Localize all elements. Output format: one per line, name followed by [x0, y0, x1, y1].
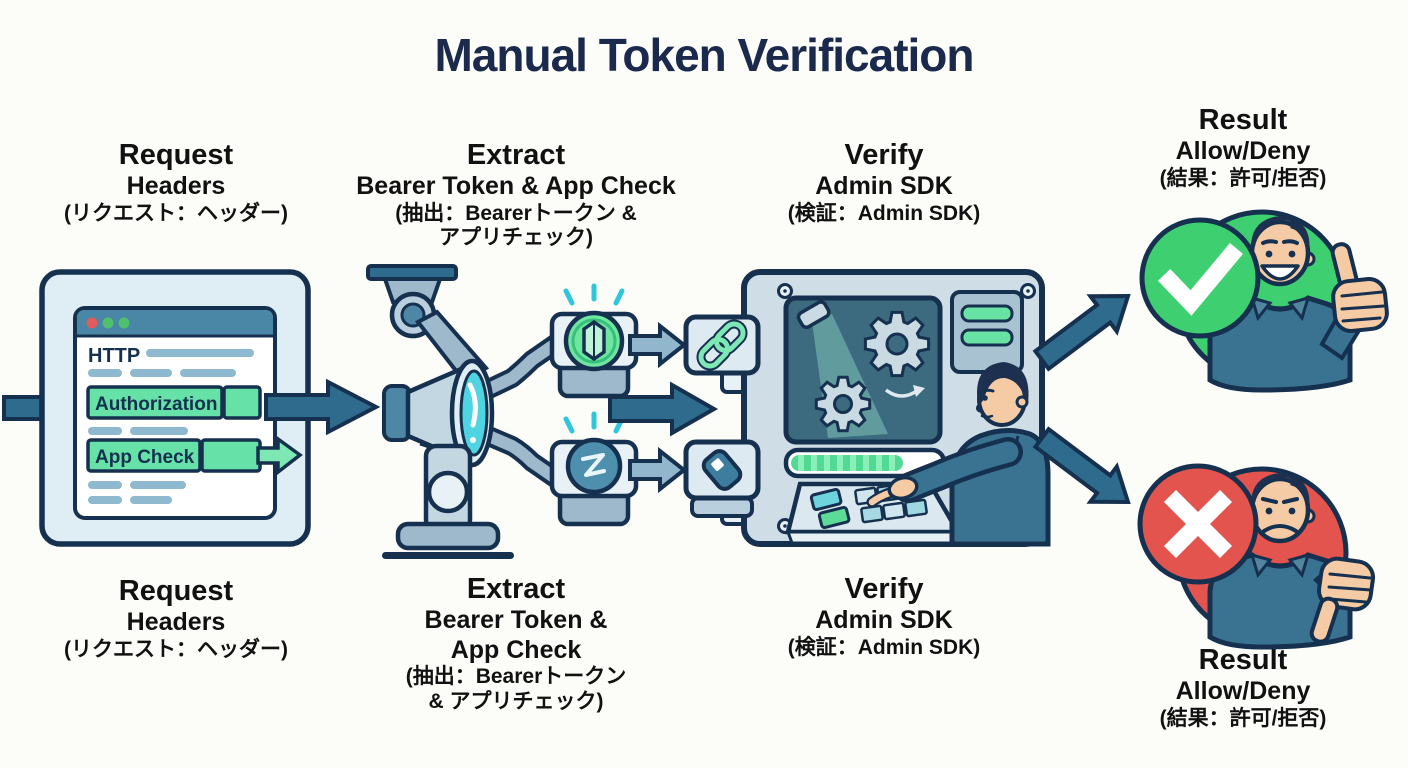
step-sub: Bearer Token & [424, 606, 608, 635]
tag-icon [701, 449, 743, 491]
app-check-token-icon [565, 437, 623, 495]
step-sub-jp: アプリチェック) [439, 226, 593, 250]
http-label: HTTP [88, 345, 140, 367]
diagram-title: Manual Token Verification [434, 29, 974, 81]
step-name: Extract [466, 573, 566, 605]
window-titlebar [77, 310, 273, 336]
app-check-header-label: App Check [95, 447, 195, 468]
cross-icon [1163, 489, 1233, 559]
link-icon [696, 319, 748, 371]
status-bar [960, 304, 1014, 323]
step-name: Result [1198, 104, 1288, 136]
bearer-token-icon [563, 310, 625, 372]
progress-bar [783, 447, 947, 479]
app-check-token-pad [549, 411, 639, 527]
step-name: Extract [466, 139, 566, 171]
allow-badge [1139, 217, 1261, 339]
step-sub-jp: (結果：許可/拒否) [1159, 706, 1327, 730]
verify-step-label-top: Verify Admin SDK (検証：Admin SDK) [714, 138, 1054, 226]
step-sub: Allow/Deny [1175, 137, 1311, 166]
link-token-card [683, 314, 761, 376]
console-screen [783, 295, 943, 445]
bearer-token-pad [549, 283, 639, 399]
step-sub-jp: (検証：Admin SDK) [787, 201, 981, 225]
person-hair [1250, 216, 1310, 252]
flow-arrow-extract-to-verify [608, 381, 719, 437]
request-headers-card: HTTP Authorization App Check [39, 269, 311, 547]
extract-step-label-bottom: Extract Bearer Token & App Check (抽出：Bea… [330, 572, 702, 715]
console-operator-person [866, 361, 1051, 547]
approved-person [1207, 216, 1389, 393]
window-dots-icon [86, 317, 130, 329]
tag-token-card [683, 439, 761, 518]
sparkle-icon [563, 283, 625, 306]
flow-arrow-verify-to-deny [1032, 426, 1131, 505]
thumb-down-icon [1309, 556, 1376, 644]
step-sub: Bearer Token & App Check [356, 172, 676, 201]
thumb-up-icon [1319, 242, 1389, 361]
step-sub-jp: (リクエスト：ヘッダー) [64, 637, 288, 661]
flow-arrow-verify-to-allow [1032, 293, 1131, 372]
flow-arrow-bearer-to-link [628, 321, 688, 369]
step-sub: Admin SDK [815, 606, 953, 635]
spotlight-icon [796, 300, 831, 329]
allow-result [1139, 209, 1389, 393]
step-sub: App Check [450, 635, 582, 664]
step-sub-jp: (抽出：Bearerトークン & [395, 201, 637, 225]
authorization-header-chip: Authorization [86, 385, 262, 420]
authorization-header-label: Authorization [95, 394, 217, 415]
result-step-label-bottom: Result Allow/Deny (結果：許可/拒否) [1090, 643, 1396, 731]
extract-step-label-top: Extract Bearer Token & App Check (抽出：Bea… [330, 138, 702, 251]
step-name: Verify [844, 573, 924, 605]
status-panel [950, 290, 1024, 374]
deny-result [1137, 463, 1376, 650]
verify-step-label-bottom: Verify Admin SDK (検証：Admin SDK) [714, 572, 1054, 660]
flow-arrow-appcheck-to-tag [628, 446, 688, 494]
step-sub-jp: (リクエスト：ヘッダー) [64, 201, 288, 225]
denied-person [1207, 473, 1376, 650]
step-sub: Allow/Deny [1175, 677, 1311, 706]
deny-badge [1137, 463, 1259, 585]
step-sub-jp: (抽出：Bearerトークン [405, 665, 627, 689]
flow-arrow-request-to-extract [264, 378, 381, 436]
request-step-label-top: Request Headers (リクエスト：ヘッダー) [26, 138, 326, 226]
smile-mouth [1260, 264, 1300, 281]
step-name: Request [118, 139, 234, 171]
person-hair [1250, 473, 1310, 509]
app-check-header-chip: App Check [86, 435, 303, 476]
step-sub-jp: & アプリチェック) [428, 689, 604, 713]
step-sub: Headers [126, 608, 226, 637]
app-check-out-arrow [256, 435, 303, 476]
key [817, 505, 851, 530]
step-sub-jp: (結果：許可/拒否) [1159, 166, 1327, 190]
request-step-label-bottom: Request Headers (リクエスト：ヘッダー) [26, 574, 326, 662]
check-icon [1157, 243, 1243, 316]
browser-window: HTTP Authorization App Check [73, 306, 303, 520]
key [809, 487, 843, 512]
step-name: Request [118, 575, 234, 607]
step-sub: Admin SDK [815, 172, 953, 201]
operator-hand [887, 475, 919, 501]
result-step-label-top: Result Allow/Deny (結果：許可/拒否) [1090, 103, 1396, 191]
status-bar [960, 328, 1014, 347]
progress-fill [791, 455, 903, 471]
extract-scanner-robot [366, 264, 568, 559]
frown-mouth [1262, 524, 1298, 533]
step-name: Verify [844, 139, 924, 171]
step-sub-jp: (検証：Admin SDK) [787, 635, 981, 659]
step-sub: Headers [126, 172, 226, 201]
